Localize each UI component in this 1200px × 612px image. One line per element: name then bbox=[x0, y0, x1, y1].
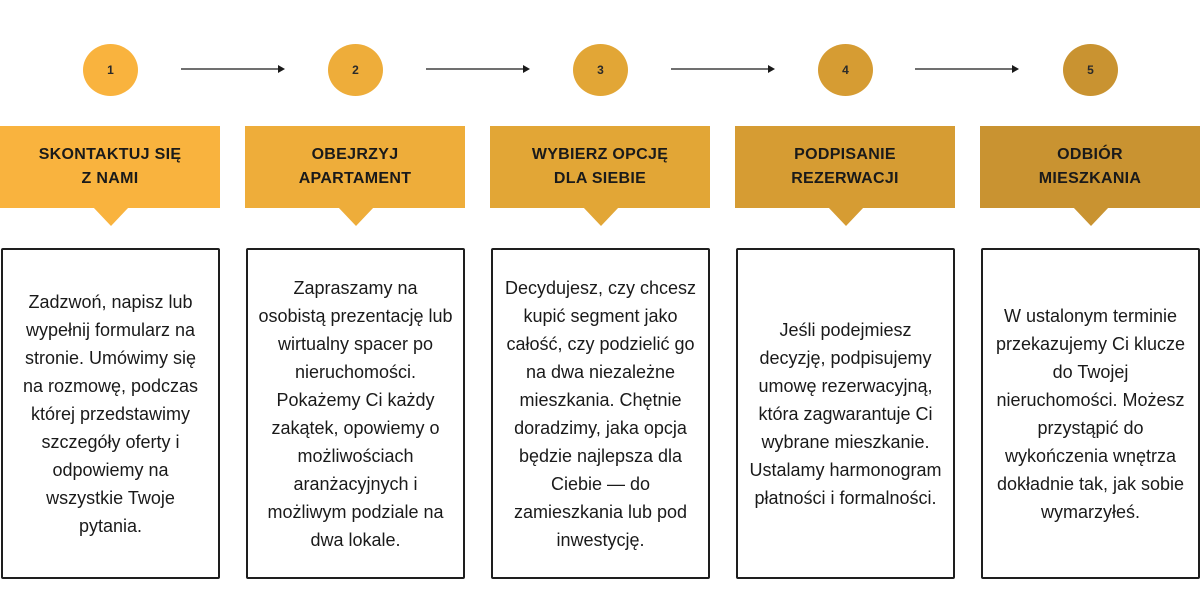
step-header: OBEJRZYJ APARTAMENT bbox=[245, 126, 465, 208]
step-description: Zapraszamy na osobistą prezentację lub w… bbox=[258, 277, 453, 550]
step-description: Decydujesz, czy chcesz kupić segment jak… bbox=[504, 277, 697, 550]
header-pointer bbox=[828, 207, 864, 226]
header-pointer bbox=[1073, 207, 1109, 226]
step-title: ODBIÓR MIESZKANIA bbox=[1038, 146, 1142, 187]
step-title: WYBIERZ OPCJĘ DLA SIEBIE bbox=[531, 146, 669, 187]
arrow-1-to-2-icon bbox=[181, 65, 285, 73]
header-pointer bbox=[338, 207, 374, 226]
step-number-circle: 3 bbox=[573, 44, 628, 96]
arrow-3-to-4-icon bbox=[671, 65, 775, 73]
step-number-circle: 5 bbox=[1063, 44, 1118, 96]
header-pointer bbox=[583, 207, 619, 226]
header-pointer bbox=[93, 207, 129, 226]
step-description: Jeśli podejmiesz decyzję, podpisujemy um… bbox=[749, 319, 942, 508]
step-description-card: Jeśli podejmiesz decyzję, podpisujemy um… bbox=[736, 248, 955, 579]
step-description-card: Decydujesz, czy chcesz kupić segment jak… bbox=[491, 248, 710, 579]
step-title: OBEJRZYJ APARTAMENT bbox=[298, 146, 412, 187]
step-description-card: W ustalonym terminie przekazujemy Ci klu… bbox=[981, 248, 1200, 579]
step-description-card: Zapraszamy na osobistą prezentację lub w… bbox=[246, 248, 465, 579]
step-header: SKONTAKTUJ SIĘ Z NAMI bbox=[0, 126, 220, 208]
step-header: WYBIERZ OPCJĘ DLA SIEBIE bbox=[490, 126, 710, 208]
step-title: PODPISANIE REZERWACJI bbox=[791, 146, 899, 187]
arrow-2-to-3-icon bbox=[426, 65, 530, 73]
step-number-circle: 4 bbox=[818, 44, 873, 96]
step-number-circle: 2 bbox=[328, 44, 383, 96]
step-header: PODPISANIE REZERWACJI bbox=[735, 126, 955, 208]
step-header: ODBIÓR MIESZKANIA bbox=[980, 126, 1200, 208]
step-title: SKONTAKTUJ SIĘ Z NAMI bbox=[38, 146, 182, 187]
step-description: Zadzwoń, napisz lub wypełnij formularz n… bbox=[22, 291, 199, 536]
step-number-circle: 1 bbox=[83, 44, 138, 96]
step-description-card: Zadzwoń, napisz lub wypełnij formularz n… bbox=[1, 248, 220, 579]
step-description: W ustalonym terminie przekazujemy Ci klu… bbox=[995, 305, 1186, 522]
arrow-4-to-5-icon bbox=[915, 65, 1019, 73]
